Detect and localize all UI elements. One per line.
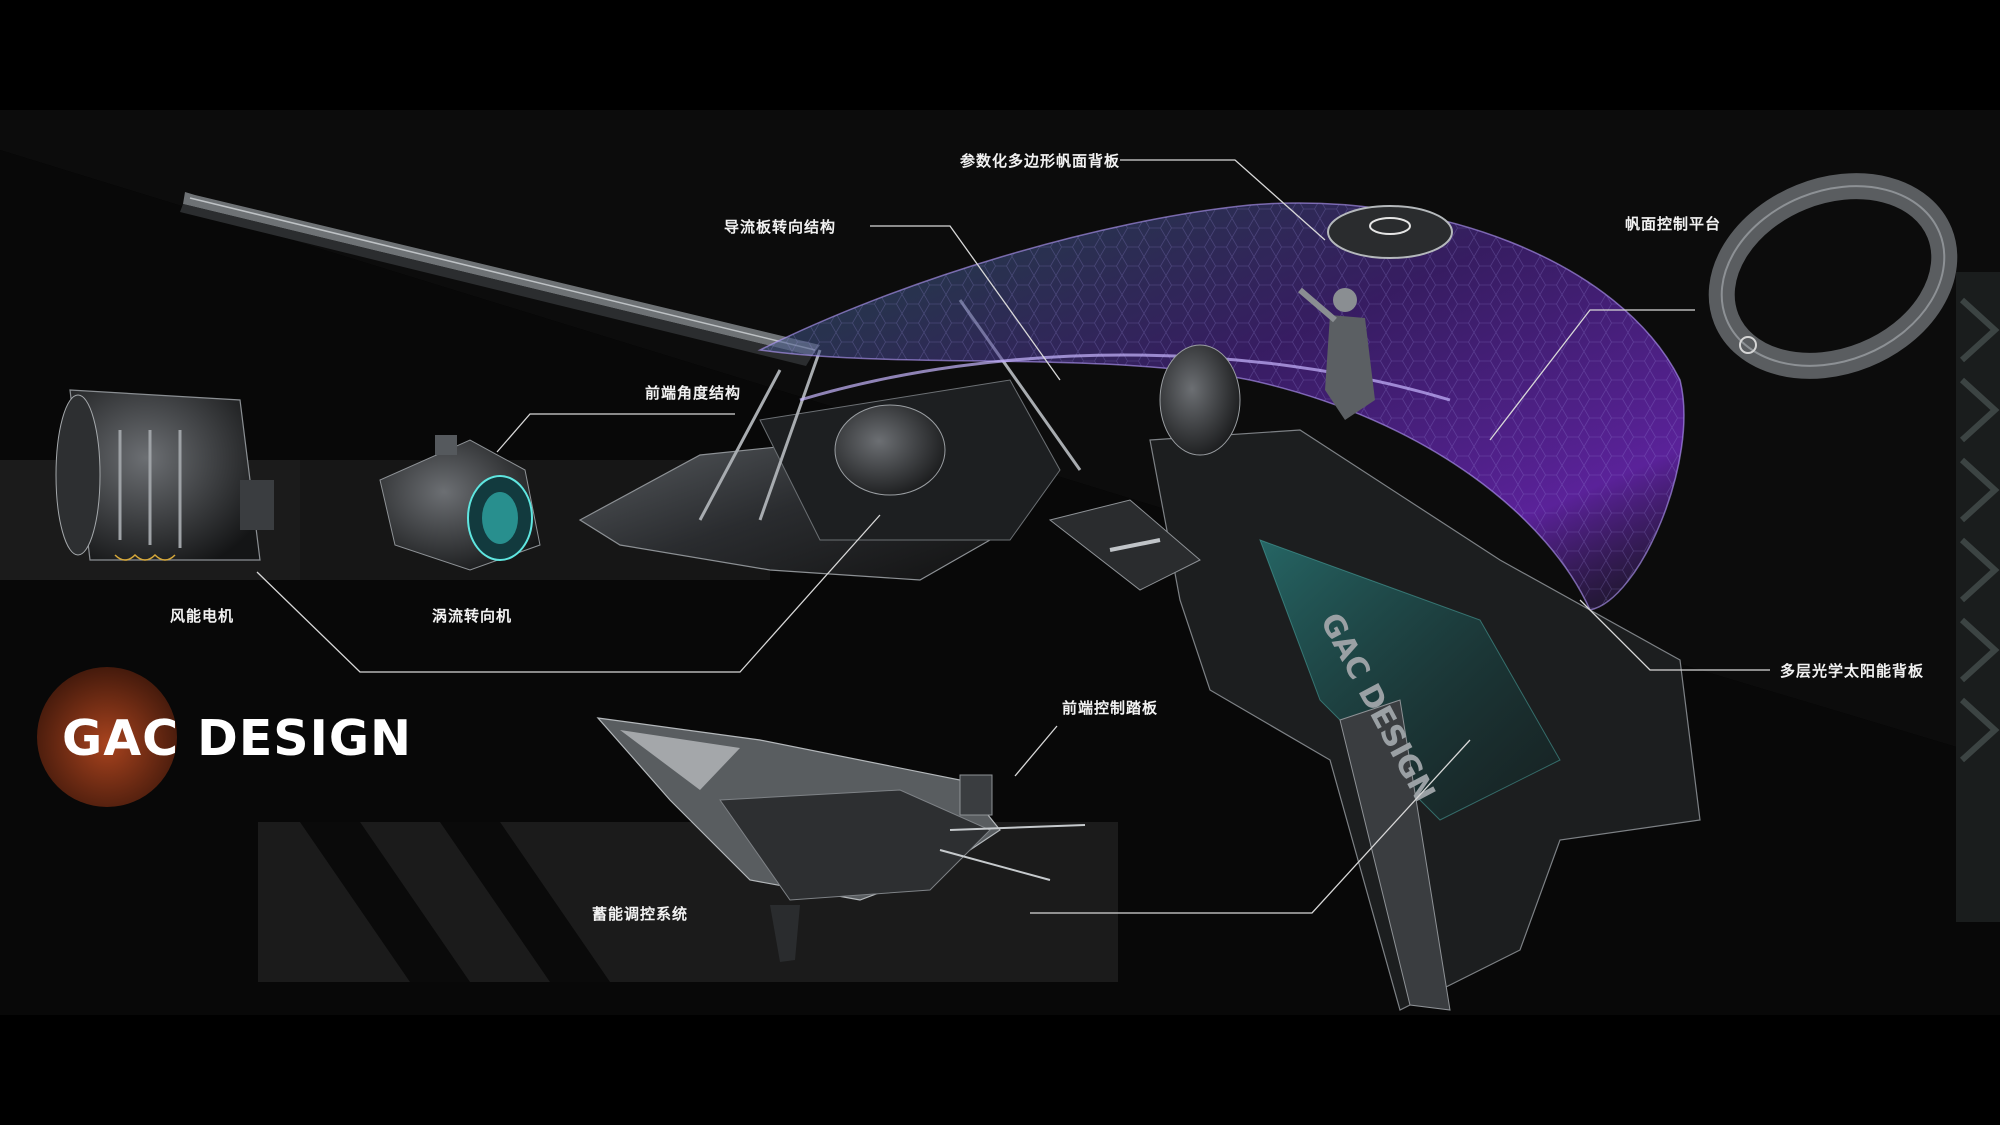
wind-motor-part: [55, 389, 274, 561]
right-chevrons: [1956, 272, 2000, 922]
leader-solar-panel: [1579, 599, 1770, 671]
leader-lines: [256, 159, 1770, 914]
label-sail-back-panel: 参数化多边形帆面背板: [960, 152, 1121, 170]
band-stripe-2: [440, 822, 610, 982]
leader-control-platform: [1489, 309, 1695, 441]
leader-deflector: [870, 225, 1061, 381]
label-wind-motor: 风能电机: [170, 607, 235, 625]
vehicle-body: GAC DESIGN: [578, 202, 1701, 1011]
leader-sail-back-panel: [1120, 159, 1326, 241]
bottom-black-bar: [0, 1015, 2000, 1125]
label-energy-storage: 蓄能调控系统: [592, 905, 689, 923]
band-stripe-1: [300, 822, 470, 982]
top-black-bar: [0, 0, 2000, 110]
label-solar-back-panel: 多层光学太阳能背板: [1780, 662, 1925, 680]
label-front-angle-structure: 前端角度结构: [645, 384, 742, 402]
leader-front-angle: [496, 413, 735, 453]
pedal-assembly: [596, 717, 1086, 962]
leader-energy: [1030, 739, 1471, 914]
label-deflector-steering: 导流板转向结构: [724, 218, 837, 236]
label-front-control-pedal: 前端控制踏板: [1062, 699, 1159, 717]
vortex-steering-part: [379, 435, 541, 571]
label-vortex-steering: 涡流转向机: [432, 607, 513, 625]
label-sail-control-platform: 帆面控制平台: [1625, 215, 1722, 233]
logo-circle: [37, 667, 177, 807]
brand-logo-text: GAC DESIGN: [62, 710, 413, 767]
control-ring: [1708, 173, 1958, 379]
leader-pedal: [1014, 725, 1058, 777]
leader-wind-motor: [256, 514, 881, 673]
mast: [180, 192, 820, 366]
